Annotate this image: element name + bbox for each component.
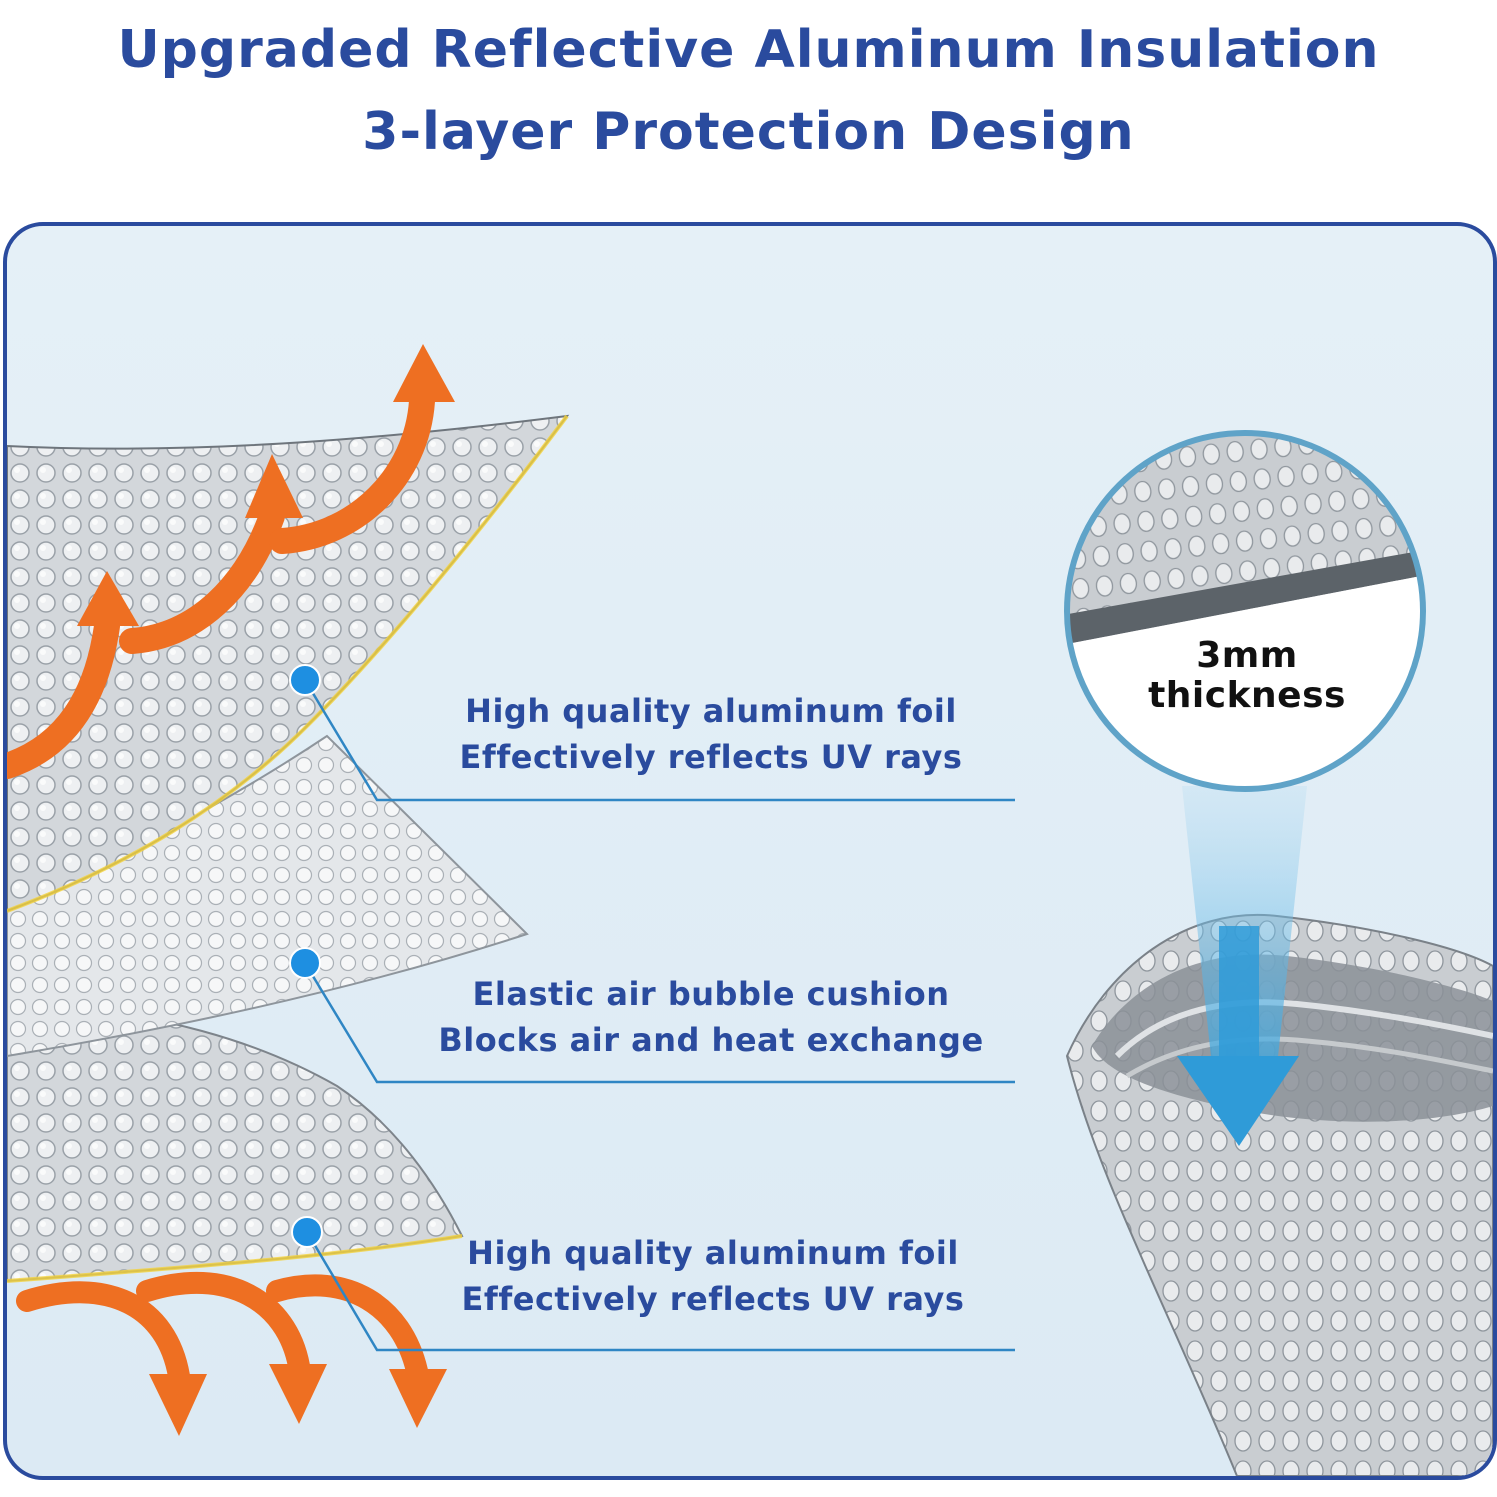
arrow-down-icon bbox=[1177, 1056, 1299, 1146]
arrow-up-curved-icon bbox=[393, 344, 455, 402]
callout-bubble-cushion-title: Elastic air bubble cushion bbox=[472, 975, 950, 1013]
leader-lines bbox=[303, 679, 1015, 1352]
dot-icon bbox=[291, 1216, 323, 1248]
callout-bubble-cushion: Elastic air bubble cushion Blocks air an… bbox=[411, 971, 1011, 1063]
heat-rising-arrows bbox=[7, 388, 435, 779]
heat-reflected-arrows bbox=[16, 1271, 428, 1387]
callout-top-foil: High quality aluminum foil Effectively r… bbox=[411, 688, 1011, 780]
arrow-down-curved-icon bbox=[269, 1364, 327, 1424]
bottom-foil-sheet bbox=[7, 1004, 464, 1283]
callout-bottom-foil-title: High quality aluminum foil bbox=[467, 1234, 959, 1272]
arrow-up-curved-icon bbox=[245, 454, 303, 518]
layer-illustration bbox=[7, 344, 1493, 1476]
thickness-value: 3mm bbox=[1196, 635, 1298, 676]
product-panel: High quality aluminum foil Effectively r… bbox=[3, 222, 1497, 1480]
thickness-word: thickness bbox=[1148, 675, 1346, 716]
thickness-label: 3mm thickness bbox=[1067, 636, 1427, 716]
arrow-down-curved-icon bbox=[149, 1374, 207, 1436]
callout-bubble-cushion-desc: Blocks air and heat exchange bbox=[438, 1021, 984, 1059]
callout-bottom-foil-desc: Effectively reflects UV rays bbox=[461, 1280, 965, 1318]
callout-bottom-foil: High quality aluminum foil Effectively r… bbox=[413, 1230, 1013, 1322]
callout-top-foil-title: High quality aluminum foil bbox=[465, 692, 957, 730]
dot-icon bbox=[289, 664, 321, 696]
callout-top-foil-desc: Effectively reflects UV rays bbox=[459, 738, 963, 776]
dot-icon bbox=[289, 947, 321, 979]
headline-line-1: Upgraded Reflective Aluminum Insulation bbox=[117, 20, 1380, 80]
arrow-up-curved-icon bbox=[77, 571, 139, 626]
headline-line-2: 3-layer Protection Design bbox=[362, 102, 1135, 162]
arrow-down-curved-icon bbox=[389, 1369, 447, 1428]
